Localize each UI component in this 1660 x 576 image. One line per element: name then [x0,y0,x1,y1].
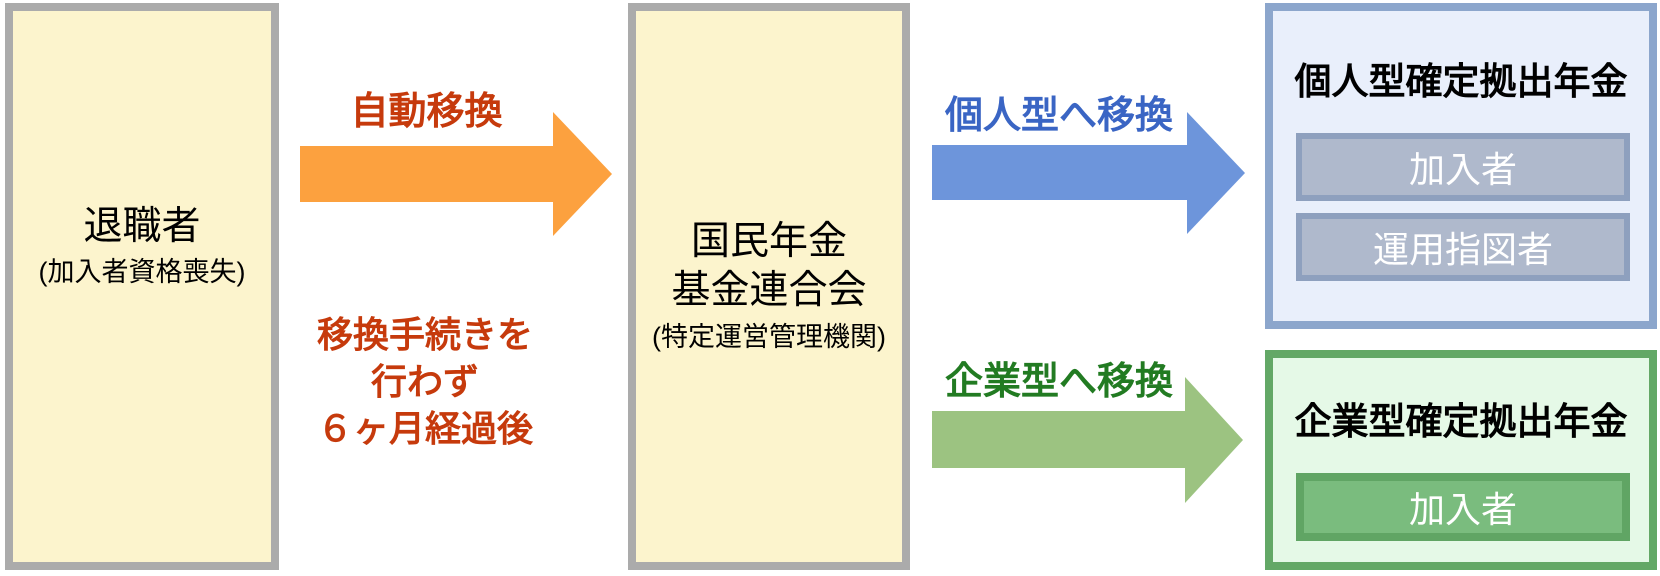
corporate-transfer-label: 企業型へ移換 [944,361,1173,403]
individual-transfer-arrow-head-icon [1187,112,1245,234]
corporate-dc-box: 企業型確定拠出年金 加入者 [1265,350,1657,570]
npfa-box: 国民年金 基金連合会 (特定運営管理機関) [628,3,910,570]
individual-transfer-arrow [932,145,1187,200]
corporate-transfer-arrow [932,411,1185,468]
auto-transfer-arrow-head-icon [553,112,612,236]
transfer-note-line: 行わず [370,360,479,402]
corporate-transfer-arrow-head-icon [1185,377,1243,503]
retiree-box: 退職者 (加入者資格喪失) [5,3,279,570]
individual-dc-box: 個人型確定拠出年金 加入者 運用指図者 [1265,3,1657,329]
retiree-subtitle: (加入者資格喪失) [38,257,246,288]
investment-instructor-item: 運用指図者 [1296,213,1630,281]
npfa-title-line2: 基金連合会 [671,268,867,312]
individual-dc-title: 個人型確定拠出年金 [1294,61,1628,102]
transfer-note-line: ６ヶ月経過後 [316,407,533,449]
npfa-title-line1: 国民年金 [690,220,847,264]
auto-transfer-arrow [300,146,553,202]
npfa-subtitle: (特定運営管理機関) [652,321,886,352]
auto-transfer-label: 自動移換 [350,91,503,133]
individual-participant-item: 加入者 [1296,133,1630,201]
transfer-note-line: 移換手続きを [316,314,533,355]
corporate-participant-item: 加入者 [1296,473,1630,541]
transfer-note: 移換手続きを 行わず ６ヶ月経過後 [260,312,590,452]
retiree-title: 退職者 [83,204,201,248]
corporate-dc-title: 企業型確定拠出年金 [1294,401,1628,442]
individual-transfer-label: 個人型へ移換 [944,95,1173,137]
retiree-box-content: 退職者 (加入者資格喪失) [39,203,246,291]
